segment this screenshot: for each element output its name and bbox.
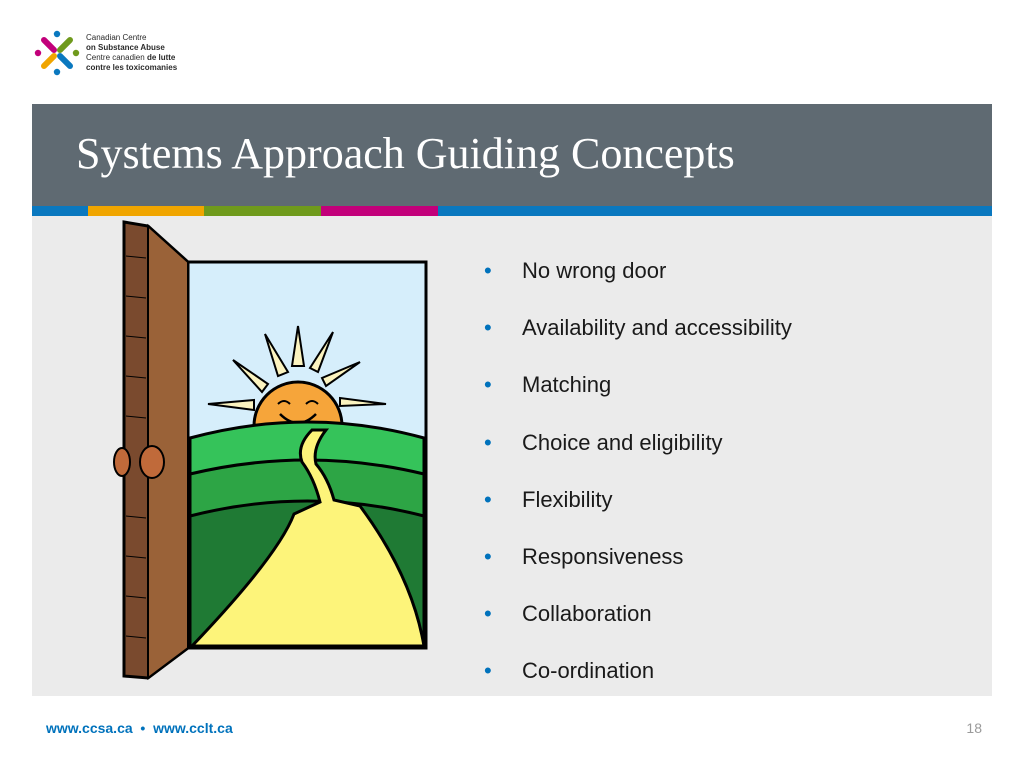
list-item-text: Flexibility (522, 486, 613, 512)
logo-text: Canadian Centre on Substance Abuse Centr… (86, 33, 177, 73)
ccsa-logo[interactable]: Canadian Centre on Substance Abuse Centr… (34, 30, 204, 80)
list-item: • Collaboration (484, 589, 792, 646)
logo-line-3-regular: Centre canadien (86, 53, 147, 62)
list-item-text: Choice and eligibility (522, 429, 723, 455)
logo-line-3-bold: de lutte (146, 53, 176, 62)
bullet-icon: • (484, 543, 492, 569)
bullet-icon: • (484, 315, 492, 341)
list-item-text: Collaboration (522, 601, 652, 627)
ccsa-logo-icon (34, 30, 80, 76)
stripe-orange (88, 206, 204, 216)
footer-links[interactable]: www.ccsa.ca • www.cclt.ca (46, 720, 233, 736)
bullet-icon: • (484, 486, 492, 512)
list-item: • No wrong door (484, 246, 792, 303)
list-item: • Matching (484, 360, 792, 417)
concepts-list: • No wrong door • Availability and accessi… (484, 246, 792, 704)
list-item: • Co-ordination (484, 646, 792, 703)
stripe-magenta (321, 206, 438, 216)
bullet-icon: • (484, 258, 492, 283)
list-item-text: Responsiveness (522, 543, 684, 569)
list-item: • Availability and accessibility (484, 303, 792, 360)
page-number: 18 (966, 720, 982, 736)
list-item-text: No wrong door (522, 258, 667, 283)
bullet-icon: • (484, 658, 492, 684)
slide-title: Systems Approach Guiding Concepts (76, 129, 735, 178)
bullet-icon: • (484, 429, 492, 455)
logo-line-3: Centre canadien de lutte (86, 53, 177, 63)
sun-rays (207, 325, 387, 412)
door-knob-icon (139, 445, 165, 479)
stripe-blue-right (438, 206, 992, 216)
logo-line-4: contre les toxicomanies (86, 63, 178, 72)
logo-line-1: Canadian Centre (86, 33, 147, 42)
list-item: • Choice and eligibility (484, 418, 792, 475)
sun-icon (252, 380, 344, 428)
list-item-text: Availability and accessibility (522, 315, 792, 341)
logo-line-2: on Substance Abuse (86, 43, 165, 52)
list-item: • Flexibility (484, 475, 792, 532)
list-item-text: Co-ordination (522, 658, 655, 684)
list-item-text: Matching (522, 372, 612, 398)
stripe-green (204, 206, 321, 216)
list-item: • Responsiveness (484, 532, 792, 589)
stripe-blue-left (32, 206, 88, 216)
open-door-sunrise-illustration (113, 220, 428, 680)
bullet-icon: • (484, 372, 492, 398)
title-bar: Systems Approach Guiding Concepts (32, 104, 992, 206)
bullet-icon: • (484, 601, 492, 627)
